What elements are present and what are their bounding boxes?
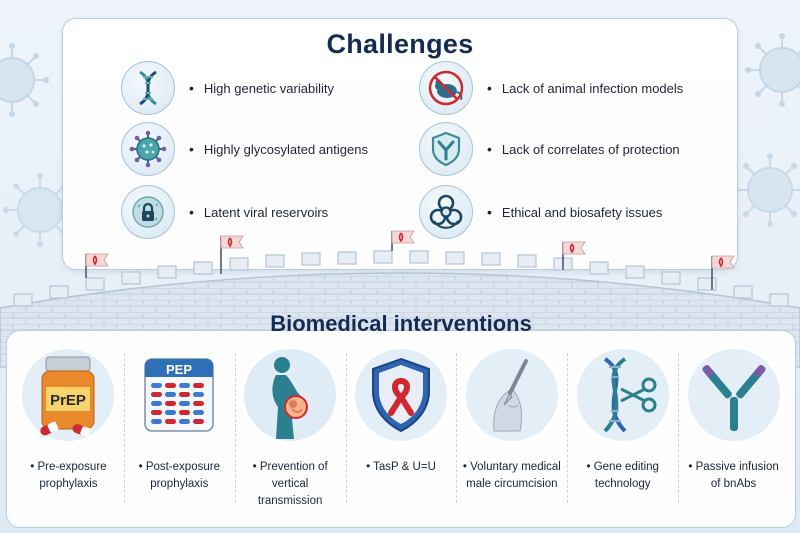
challenge-label: Latent viral reservoirs [189,204,328,220]
pregnant-woman-icon [242,347,338,443]
challenge-item: Highly glycosylated antigens [121,120,368,178]
antibody-icon [686,347,782,443]
challenge-label: Lack of animal infection models [487,80,683,96]
challenge-label: Lack of correlates of protection [487,141,680,157]
red-ribbon-shield-icon [353,347,449,443]
virus-icon [121,122,175,176]
pep-pill-pack-icon: PEP [131,347,227,443]
intervention-label: Prevention of vertical transmission [238,459,342,510]
interventions-row: PrEP Pre-exposure prophylaxis PEP [13,347,789,517]
scalpel-icon [464,347,560,443]
intervention-label: Voluntary medical male circumcision [460,459,564,493]
challenge-label: High genetic variability [189,80,334,96]
challenge-label: Highly glycosylated antigens [189,141,368,157]
locked-cell-icon [121,185,175,239]
intervention-label: Passive infusion of bnAbs [682,459,786,493]
intervention-item: Passive infusion of bnAbs [678,347,789,517]
challenges-panel: Challenges High genetic variability High… [62,18,738,270]
challenge-item: Lack of animal infection models [419,59,683,117]
challenge-item: High genetic variability [121,59,334,117]
intervention-item: Gene editing technology [567,347,678,517]
biohazard-icon [419,185,473,239]
dna-scissors-icon [575,347,671,443]
prep-pill-bottle-icon: PrEP [20,347,116,443]
intervention-label: Post-exposure prophylaxis [127,459,231,493]
dna-icon [121,61,175,115]
intervention-label: Gene editing technology [571,459,675,493]
antibody-shield-icon [419,122,473,176]
intervention-item: TasP & U=U [345,347,457,517]
intervention-item: PrEP Pre-exposure prophylaxis [13,347,124,517]
flag-icon [85,253,109,278]
intervention-item: Voluntary medical male circumcision [456,347,567,517]
intervention-item: PEP Post-exposure prophylaxis [123,347,235,517]
intervention-label: Pre-exposure prophylaxis [16,459,120,493]
challenge-label: Ethical and biosafety issues [487,204,662,220]
no-mouse-icon [419,61,473,115]
challenge-item: Lack of correlates of protection [419,120,680,178]
intervention-item: Prevention of vertical transmission [234,347,346,517]
interventions-title: Biomedical interventions [270,311,532,336]
prep-badge-text: PrEP [50,392,86,409]
challenges-title: Challenges [326,29,474,59]
challenge-item: Latent viral reservoirs [121,183,328,241]
interventions-panel: Biomedical interventions PrEP Pre-exposu… [6,311,796,528]
challenge-item: Ethical and biosafety issues [419,183,662,241]
intervention-label: TasP & U=U [349,459,453,476]
pep-badge-text: PEP [166,362,192,377]
